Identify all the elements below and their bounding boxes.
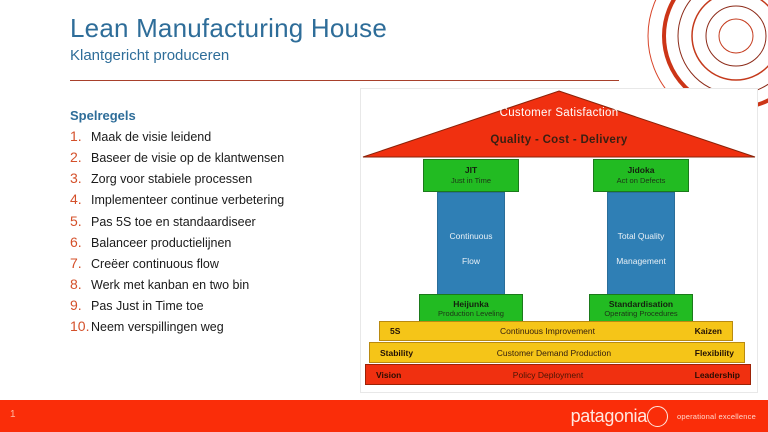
pillar-cap-jit: JIT Just in Time	[423, 159, 519, 192]
cap-title: Jidoka	[627, 165, 655, 175]
list-item-number: 10.	[70, 318, 90, 335]
list-item-label: Pas 5S toe en standaardiseer	[91, 214, 256, 229]
list-item-number: 1.	[70, 128, 82, 144]
list-item-label: Neem verspillingen weg	[91, 320, 224, 335]
list-item-number: 3.	[70, 170, 82, 187]
pillar-base-heijunka: Heijunka Production Leveling	[419, 294, 523, 322]
list-item-number: 2.	[70, 149, 82, 166]
page-number: 1	[10, 409, 16, 420]
slide-header: Lean Manufacturing House Klantgericht pr…	[70, 13, 630, 64]
brand-circle-icon	[646, 405, 668, 427]
foundation-middle-label: Policy Deployment	[512, 369, 584, 380]
list-item: 2. Baseer de visie op de klantwensen	[70, 149, 355, 167]
foundation-middle-label: Continuous Improvement	[500, 326, 595, 336]
foundation-right-label: Flexibility	[694, 347, 734, 358]
lean-house-diagram: Customer Satisfaction Quality - Cost - D…	[360, 88, 758, 393]
list-item-number: 7.	[70, 254, 82, 271]
cap-subtitle: Act on Defects	[616, 175, 666, 185]
foundation-right-label: Leadership	[694, 369, 740, 380]
list-item-number: 6.	[70, 233, 82, 250]
foundation-right-label: Kaizen	[694, 326, 722, 336]
roof-triangle-shape	[362, 90, 756, 158]
cap-title: JIT	[464, 165, 478, 175]
house-roof: Customer Satisfaction Quality - Cost - D…	[361, 89, 757, 161]
title-divider	[70, 80, 619, 81]
brand-block: patagonia operational excellence	[571, 400, 756, 432]
list-item-number: 5.	[70, 212, 82, 229]
pillar-line-2: Management	[616, 256, 666, 266]
base-subtitle: Production Leveling	[438, 309, 504, 319]
list-item-label: Implementeer continue verbetering	[91, 193, 285, 208]
pillar-cap-jidoka: Jidoka Act on Defects	[593, 159, 689, 192]
list-item-label: Werk met kanban en two bin	[91, 277, 250, 292]
foundation-row-stability: Stability Customer Demand Production Fle…	[369, 342, 745, 363]
list-item: 3. Zorg voor stabiele processen	[70, 170, 355, 188]
footer-bar: 1 patagonia operational excellence	[0, 400, 768, 432]
list-item-number: 8.	[70, 275, 82, 292]
list-item: 8. Werk met kanban en two bin	[70, 276, 355, 294]
foundation-middle-label: Customer Demand Production	[496, 347, 612, 358]
list-item-label: Creëer continuous flow	[91, 256, 219, 271]
page-title: Lean Manufacturing House	[70, 13, 388, 43]
brand-wordmark: patagonia	[570, 406, 648, 426]
cap-subtitle: Just in Time	[450, 175, 491, 185]
pillar-line-1: Total Quality	[617, 231, 665, 241]
pillar-line-1: Continuous	[449, 231, 493, 241]
list-item: 6. Balanceer productielijnen	[70, 234, 355, 252]
foundation-left-label: Stability	[380, 347, 414, 358]
list-item-label: Baseer de visie op de klantwensen	[91, 151, 285, 166]
rules-list: 1. Maak de visie leidend 2. Baseer de vi…	[70, 128, 355, 336]
list-item: 1. Maak de visie leidend	[70, 128, 355, 146]
page-subtitle: Klantgericht produceren	[70, 46, 230, 64]
foundation-left-label: 5S	[390, 326, 401, 336]
list-item: 5. Pas 5S toe en standaardiseer	[70, 213, 355, 231]
pillar-continuous-flow: Continuous Flow	[437, 192, 505, 296]
list-item: 4. Implementeer continue verbetering	[70, 191, 355, 209]
list-item-label: Zorg voor stabiele processen	[91, 172, 253, 187]
rules-panel: Spelregels 1. Maak de visie leidend 2. B…	[70, 108, 355, 339]
list-item: 7. Creëer continuous flow	[70, 255, 355, 273]
list-item-label: Maak de visie leidend	[91, 130, 212, 144]
foundation-row-vision: Vision Policy Deployment Leadership	[365, 364, 751, 385]
list-item: 10. Neem verspillingen weg	[70, 318, 355, 336]
list-item-label: Pas Just in Time toe	[91, 299, 204, 313]
foundation-row-improvement: 5S Continuous Improvement Kaizen	[379, 321, 733, 341]
list-item-number: 4.	[70, 191, 82, 208]
pillar-line-2: Flow	[462, 256, 480, 266]
base-title: Standardisation	[608, 299, 674, 309]
base-title: Heijunka	[453, 299, 489, 309]
list-item-label: Balanceer productielijnen	[91, 235, 232, 250]
list-item: 9. Pas Just in Time toe	[70, 297, 355, 315]
roof-secondary-label: Quality - Cost - Delivery	[490, 134, 628, 146]
brand-tagline: operational excellence	[676, 411, 756, 421]
base-subtitle: Operating Procedures	[604, 309, 678, 319]
pillar-base-standardisation: Standardisation Operating Procedures	[589, 294, 693, 322]
foundation-left-label: Vision	[376, 369, 402, 380]
list-item-number: 9.	[70, 297, 82, 313]
pillar-total-quality-management: Total Quality Management	[607, 192, 675, 296]
roof-primary-label: Customer Satisfaction	[499, 107, 619, 119]
rules-heading: Spelregels	[70, 108, 136, 123]
